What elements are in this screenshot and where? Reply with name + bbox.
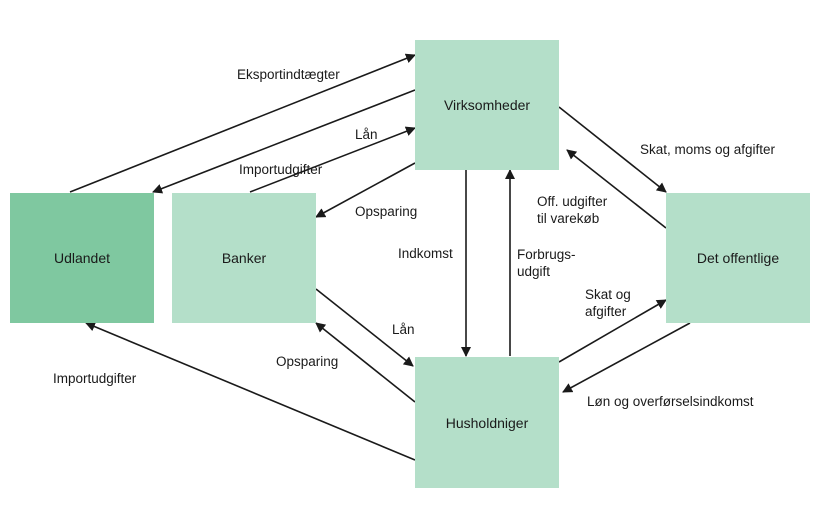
- label-opsparing-bottom: Opsparing: [276, 354, 339, 369]
- node-label: Udlandet: [53, 250, 111, 266]
- label-line: Off. udgifter: [537, 194, 608, 209]
- label-indkomst: Indkomst: [398, 246, 453, 261]
- label-loen: Løn og overførselsindkomst: [587, 394, 754, 409]
- label-line: Skat og: [585, 287, 631, 302]
- label-laan-top: Lån: [355, 127, 378, 142]
- node-banker: Banker: [172, 193, 316, 323]
- arrow-laan-bottom: [315, 288, 414, 367]
- label-importudgifter-top: Importudgifter: [239, 162, 323, 177]
- label-line: udgift: [517, 264, 551, 279]
- label-line: afgifter: [585, 304, 627, 319]
- label-eksportindtaegter: Eksportindtægter: [237, 67, 340, 82]
- node-husholdninger: Husholdniger: [415, 357, 559, 488]
- arrow-opsparing-bottom: [315, 322, 416, 403]
- node-label: Virksomheder: [443, 97, 531, 113]
- node-virksomheder: Virksomheder: [415, 40, 559, 170]
- label-opsparing-top: Opsparing: [355, 204, 418, 219]
- arrow-import-top: [152, 89, 416, 194]
- arrow-laan-top: [249, 126, 416, 193]
- arrow-skat-afgifter: [558, 299, 667, 363]
- label-skat-moms: Skat, moms og afgifter: [640, 142, 776, 157]
- node-label: Banker: [221, 250, 267, 266]
- label-laan-bottom: Lån: [392, 322, 415, 337]
- label-forbrugsudgift: Forbrugs- udgift: [517, 246, 576, 280]
- label-importudgifter-bottom: Importudgifter: [53, 371, 137, 386]
- label-off-udgifter: Off. udgifter til varekøb: [537, 193, 607, 227]
- label-line: til varekøb: [537, 211, 600, 226]
- arrow-loen: [562, 322, 691, 393]
- arrow-opsparing-top: [315, 162, 416, 218]
- arrow-import-bottom: [85, 321, 416, 461]
- arrow-export: [69, 53, 416, 193]
- node-label: Det offentlige: [696, 250, 780, 266]
- arrow-off-udgifter: [566, 149, 667, 229]
- node-udlandet: Udlandet: [10, 193, 154, 323]
- node-label: Husholdniger: [445, 414, 529, 431]
- node-det-offentlige: Det offentlige: [666, 193, 810, 323]
- label-skat-og-afgifter: Skat og afgifter: [585, 286, 631, 320]
- arrow-skat-moms: [558, 106, 667, 193]
- label-line: Forbrugs-: [517, 247, 576, 262]
